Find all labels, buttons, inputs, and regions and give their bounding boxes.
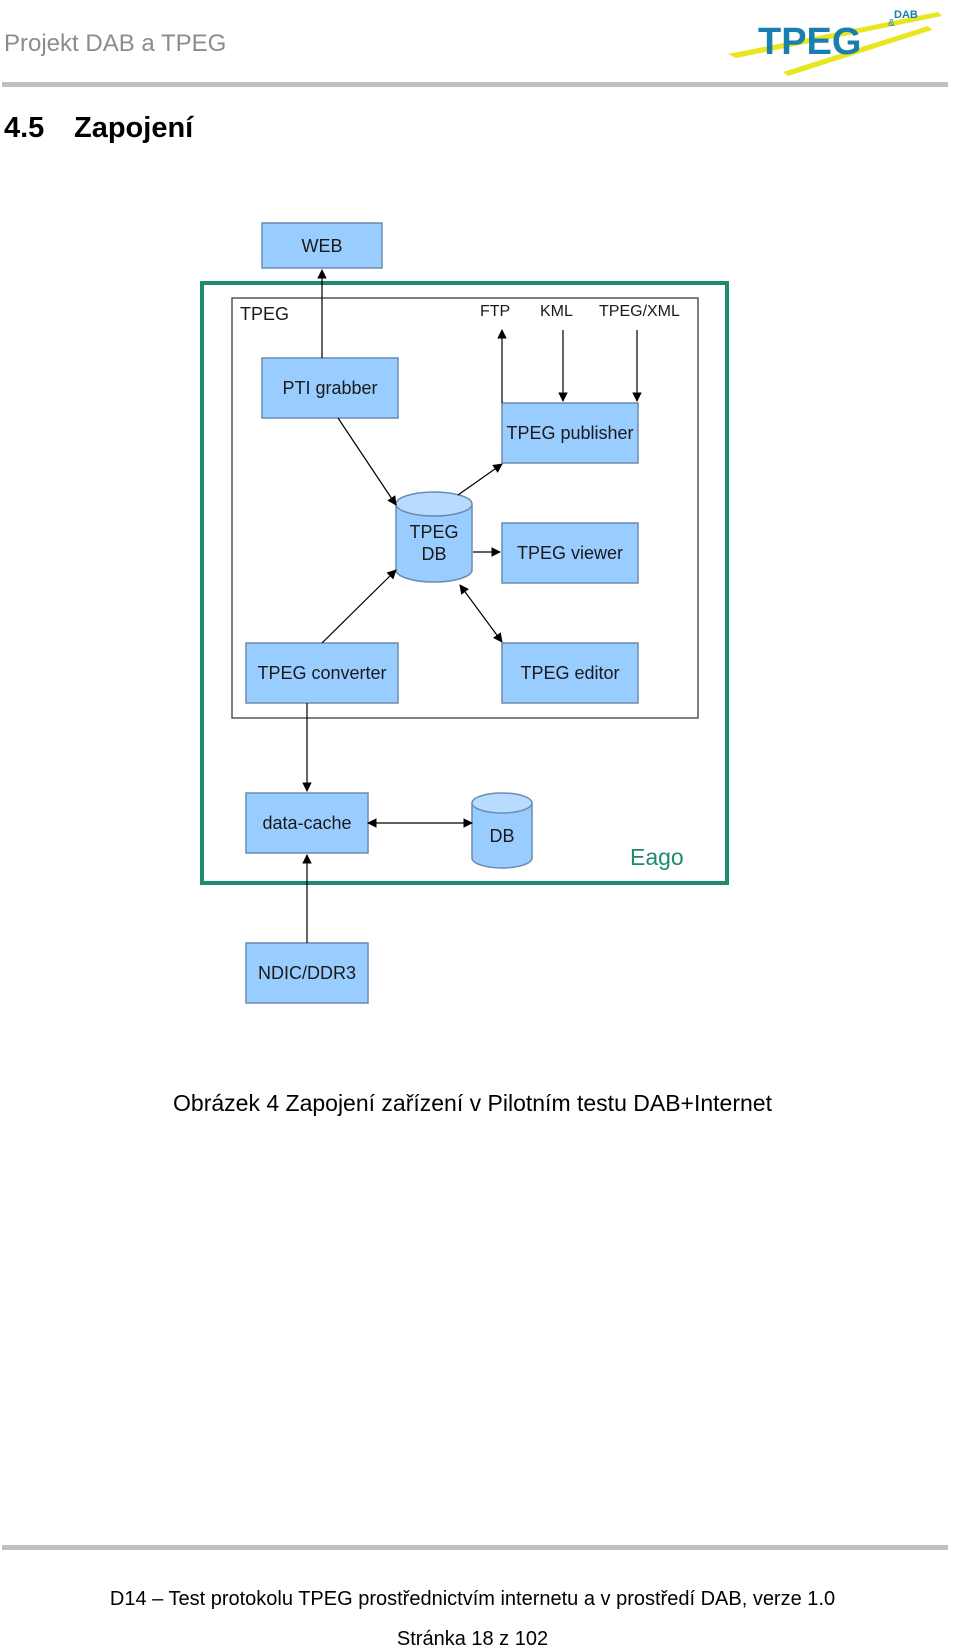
logo-dab: DAB	[894, 9, 918, 21]
eago-frame	[200, 281, 729, 885]
db-label: DB	[489, 826, 514, 846]
db-cylinder	[471, 792, 533, 869]
tpeg-editor-label: TPEG editor	[520, 663, 619, 683]
kml-label: KML	[540, 303, 573, 320]
footer-text: D14 – Test protokolu TPEG prostřednictví…	[109, 1588, 836, 1610]
ndic-box	[245, 942, 369, 1004]
tpeg-db-cylinder	[395, 491, 473, 583]
tpeg-viewer-box	[501, 522, 639, 584]
tpeg-group-label: TPEG	[240, 304, 289, 324]
arrow-converter-to-db	[321, 569, 397, 644]
eago-label: Eago	[630, 844, 684, 870]
section-title: Zapojení	[74, 112, 194, 144]
logo-ampersand: &	[888, 18, 895, 29]
web-box	[261, 222, 383, 269]
pti-grabber-label: PTI grabber	[282, 378, 377, 398]
tpeg-xml-label: TPEG/XML	[599, 303, 680, 320]
tpeg-publisher-box	[501, 402, 639, 464]
web-label: WEB	[301, 236, 342, 256]
data-cache-label: data-cache	[262, 813, 351, 833]
ndic-label: NDIC/DDR3	[258, 963, 356, 983]
tpeg-converter-label: TPEG converter	[257, 663, 386, 683]
arrow-grabber-to-db	[337, 417, 397, 506]
tpeg-viewer-label: TPEG viewer	[517, 543, 623, 563]
header-title: Projekt DAB a TPEG	[4, 30, 227, 57]
footer-page-number: Stránka 18 z 102	[396, 1628, 549, 1650]
tpeg-db-label-line1: TPEG	[409, 522, 458, 542]
ftp-label: FTP	[480, 303, 510, 320]
section-heading: 4.5 Zapojení	[4, 112, 193, 145]
section-number: 4.5	[4, 112, 45, 144]
logo-swoosh	[728, 12, 942, 58]
tpeg-publisher-label: TPEG publisher	[506, 423, 633, 443]
connection-diagram: Eago TPEG WEB FTP KML TPEG/XML PTI grabb…	[200, 222, 729, 1004]
arrow-db-to-publisher	[457, 463, 503, 496]
data-cache-box	[245, 792, 369, 854]
arrow-db-editor	[459, 584, 503, 643]
tpeg-frame	[231, 297, 699, 719]
footer-rule	[2, 1545, 948, 1550]
logo-swoosh-lower	[783, 26, 932, 76]
pti-grabber-box	[261, 357, 399, 419]
tpeg-editor-box	[501, 642, 639, 704]
figure-caption: Obrázek 4 Zapojení zařízení v Pilotním t…	[173, 1090, 772, 1116]
header-rule	[2, 82, 948, 87]
tpeg-dab-logo: TPEG & DAB	[728, 9, 942, 76]
tpeg-db-label-line2: DB	[421, 544, 446, 564]
logo-wordmark: TPEG	[758, 21, 861, 63]
